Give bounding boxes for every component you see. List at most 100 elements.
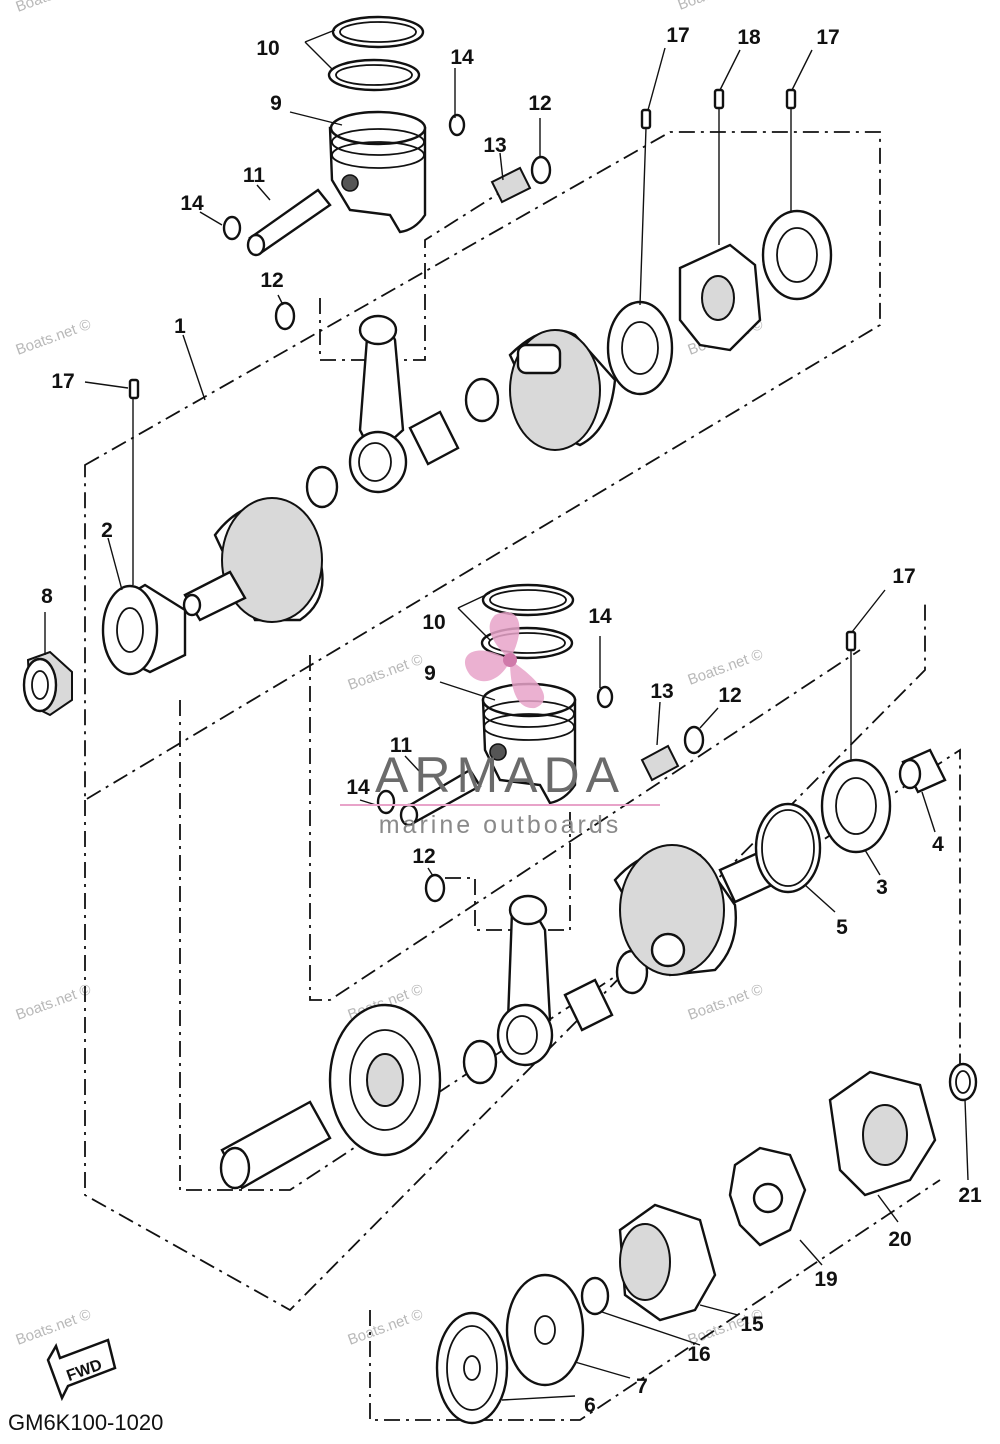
piston-pin-hole: [341, 174, 359, 192]
callout-14: 14: [588, 605, 612, 628]
watermark: Boats.net ©: [14, 316, 94, 359]
crankpin-bushing-upper: [408, 410, 460, 466]
piston-ring-inner: [488, 632, 566, 654]
leader-3: [864, 849, 881, 876]
lower-piston-link-outline: [445, 808, 571, 931]
callout-14: 14: [180, 192, 204, 215]
leader-6: [501, 1395, 576, 1401]
callout-12: 12: [718, 684, 741, 707]
piston-ring-inner: [489, 589, 567, 611]
callout-8: 8: [41, 585, 53, 608]
leader-10a: [304, 29, 336, 71]
leader-13b: [656, 701, 661, 746]
washer-21-bore: [955, 1070, 971, 1094]
plate-7: [505, 1273, 585, 1387]
leader-14b: [199, 211, 223, 226]
conrod-small-end: [358, 314, 398, 346]
snap-ring-inner: [761, 809, 815, 887]
callout-2: 2: [101, 519, 113, 542]
piston-groove: [331, 141, 425, 169]
conrod-small-end: [508, 894, 548, 926]
callout-17: 17: [892, 565, 915, 588]
leader-17a: [639, 47, 666, 306]
damper-19-center: [752, 1182, 784, 1214]
lower-crank-section: [219, 748, 978, 1190]
leader-2: [107, 537, 123, 591]
fwd-arrow-icon: [46, 1338, 117, 1402]
leader-12c: [699, 707, 719, 729]
snap-ring-5: [754, 802, 822, 894]
callout-7: 7: [636, 1375, 648, 1398]
oil-seal-face: [22, 657, 58, 713]
callout-9: 9: [270, 92, 282, 115]
leader-lines: [44, 29, 969, 1401]
dowel-pin-17a: [640, 108, 652, 130]
bearing-bore: [621, 321, 659, 375]
piston-groove: [483, 713, 575, 741]
labyrinth-seal-bore: [701, 275, 735, 321]
callout-5: 5: [836, 916, 848, 939]
bearing-bore: [366, 1053, 404, 1107]
washer-21: [948, 1062, 978, 1102]
callout-11: 11: [390, 734, 413, 757]
callout-18: 18: [737, 26, 761, 49]
dowel-pin-17d: [845, 630, 857, 652]
pulley-group-outline: [369, 1179, 941, 1421]
conrod-big-end-bore: [358, 442, 392, 482]
leader-12b: [277, 294, 284, 306]
assembly-outlines: [84, 131, 961, 1421]
leader-21: [964, 1099, 969, 1181]
bushing-4-end: [898, 758, 922, 790]
pulley-6: [435, 1311, 509, 1425]
left-bearing-and-seal: [22, 583, 187, 717]
pulley-6-bore: [463, 1355, 481, 1381]
piston-pin-hole: [489, 743, 507, 761]
leader-12d: [427, 867, 434, 877]
watermark: Boats.net ©: [346, 651, 426, 694]
crank-washer-upper: [464, 377, 500, 423]
leader-4: [921, 791, 936, 833]
washer-lower-left: [424, 873, 446, 903]
washer-upper-left: [274, 301, 296, 331]
leader-15: [699, 1304, 739, 1316]
callout-14: 14: [450, 46, 474, 69]
leader-20: [877, 1194, 899, 1223]
callout-14: 14: [346, 776, 370, 799]
crank-web-face: [619, 844, 725, 976]
conrod-big-end: [496, 1003, 554, 1067]
leader-7: [574, 1361, 631, 1379]
leader-16: [601, 1311, 701, 1346]
leader-17b: [790, 49, 813, 212]
callout-19: 19: [814, 1268, 837, 1291]
main-bearing-upper-right: [761, 209, 833, 301]
pulley-6-rim: [446, 1325, 498, 1411]
callout-13: 13: [650, 680, 673, 703]
dowel-pin-17b: [785, 88, 797, 110]
callout-16: 16: [687, 1343, 710, 1366]
watermark: Boats.net ©: [676, 0, 756, 14]
callout-6: 6: [584, 1394, 596, 1417]
callout-1: 1: [174, 315, 186, 338]
dowel-pin-18: [713, 88, 725, 110]
watermark: Boats.net ©: [346, 1306, 426, 1349]
crank-shaft-end: [219, 1146, 251, 1190]
crankpin-lower: [650, 932, 686, 968]
oil-seal-bore: [31, 670, 49, 700]
callout-11: 11: [243, 164, 266, 187]
needle-bearing-upper: [490, 166, 532, 204]
upper-crank-section: [182, 209, 833, 623]
watermark: Boats.net ©: [14, 0, 94, 16]
circlip-lower-left: [376, 789, 396, 815]
callout-10: 10: [256, 37, 279, 60]
fwd-arrow: FWD: [46, 1338, 117, 1402]
piston-crown: [329, 110, 427, 146]
callout-12: 12: [260, 269, 283, 292]
washer-lower-right: [683, 725, 705, 755]
circlip-upper-right: [448, 113, 466, 137]
drive-hub-15-face: [619, 1223, 671, 1301]
bearing-bore: [776, 227, 818, 283]
main-bearing-upper: [606, 300, 674, 396]
coupling-20-bore: [862, 1104, 908, 1166]
leader-19: [799, 1239, 823, 1266]
